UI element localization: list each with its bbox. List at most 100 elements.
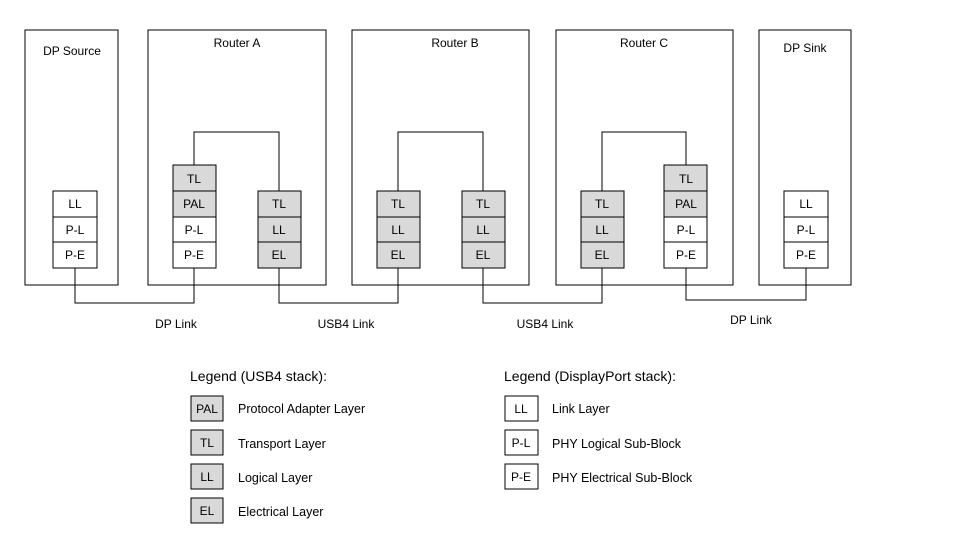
legend-swatch-ll xyxy=(504,395,539,422)
layer-el-label: EL xyxy=(272,248,287,262)
layer-el xyxy=(461,241,506,269)
router-c-dp-stack: TL PAL P-L P-E xyxy=(663,164,708,269)
layer-pe xyxy=(172,241,217,269)
legend-abbr-tl: TL xyxy=(200,436,214,450)
usb4-link-2-label: USB4 Link xyxy=(517,317,575,331)
router-b-left-usb4-stack: TL LL EL xyxy=(376,190,421,269)
router-b-title: Router B xyxy=(431,36,478,50)
dp-source-stack: LL P-L P-E xyxy=(52,190,98,269)
layer-pl xyxy=(663,216,708,243)
layer-pe-label: P-E xyxy=(676,248,696,262)
layer-ll xyxy=(376,216,421,243)
layer-el xyxy=(580,241,625,269)
layer-ll-label: LL xyxy=(68,197,82,211)
layer-pe xyxy=(52,241,98,269)
layer-tl xyxy=(376,190,421,218)
layer-ll xyxy=(461,216,506,243)
layer-tl-label: TL xyxy=(391,197,405,211)
layer-pal xyxy=(172,190,217,218)
layer-pe xyxy=(783,241,829,269)
router-a-internal-path xyxy=(193,131,280,191)
dp-sink-stack: LL P-L P-E xyxy=(783,190,829,269)
usb4-link-2-path xyxy=(482,268,603,304)
layer-ll xyxy=(783,190,829,218)
router-b-box xyxy=(351,29,530,286)
legend-displayport: Legend (DisplayPort stack): LL Link Laye… xyxy=(504,368,693,490)
layer-pal-label: PAL xyxy=(183,197,205,211)
layer-ll xyxy=(52,190,98,218)
layer-el-label: EL xyxy=(595,248,610,262)
dp-link-1-path xyxy=(74,268,195,304)
layer-el-label: EL xyxy=(391,248,406,262)
legend-desc-tl: Transport Layer xyxy=(238,437,326,451)
layer-pe-label: P-E xyxy=(184,248,204,262)
layer-tl xyxy=(580,190,625,218)
usb4-link-1-path xyxy=(278,268,399,304)
router-a-title: Router A xyxy=(214,36,261,50)
layer-pal-label: PAL xyxy=(675,197,697,211)
legend-swatch-tl xyxy=(190,429,224,456)
legend-swatch-pal xyxy=(190,395,224,422)
layer-tl-label: TL xyxy=(595,197,609,211)
layer-ll-label: LL xyxy=(595,223,609,237)
layer-ll xyxy=(580,216,625,243)
dp-source-title: DP Source xyxy=(43,44,101,58)
layer-el-label: EL xyxy=(476,248,491,262)
dp-link-1-label: DP Link xyxy=(155,317,198,331)
router-b-right-usb4-stack: TL LL EL xyxy=(461,190,506,269)
dp-link-2-label: DP Link xyxy=(730,313,773,327)
legend-abbr-pal: PAL xyxy=(196,402,218,416)
layer-el xyxy=(257,241,302,269)
legend-swatch-pl xyxy=(504,429,539,456)
legend-abbr-ll: LL xyxy=(200,470,214,484)
legend-swatch-el xyxy=(190,497,224,524)
legend-abbr-pl: P-L xyxy=(512,436,531,450)
layer-pl-label: P-L xyxy=(66,223,85,237)
dp-sink-box xyxy=(758,29,852,286)
layer-pe-label: P-E xyxy=(796,248,816,262)
router-c-title: Router C xyxy=(620,36,668,50)
layer-ll-label: LL xyxy=(799,197,813,211)
layer-ll-label: LL xyxy=(391,223,405,237)
legend-abbr-el: EL xyxy=(200,504,215,518)
router-c-usb4-stack: TL LL EL xyxy=(580,190,625,269)
layer-tl-label: TL xyxy=(476,197,490,211)
legend-abbr-pe: P-E xyxy=(511,470,531,484)
layer-tl-label: TL xyxy=(679,172,693,186)
layer-el xyxy=(376,241,421,269)
layer-tl xyxy=(257,190,302,218)
layer-pal xyxy=(663,190,708,218)
legend-swatch-pe xyxy=(504,463,539,490)
layer-pl-label: P-L xyxy=(677,223,696,237)
legend-usb4-heading: Legend (USB4 stack): xyxy=(190,368,327,384)
layer-pl-label: P-L xyxy=(797,223,816,237)
dp-source-box xyxy=(24,29,119,286)
layer-pe-label: P-E xyxy=(65,248,85,262)
legend-desc-pe: PHY Electrical Sub-Block xyxy=(552,471,693,485)
legend-usb4: Legend (USB4 stack): PAL Protocol Adapte… xyxy=(190,368,365,524)
legend-desc-ll: Link Layer xyxy=(552,402,610,416)
router-a-dp-stack: TL PAL P-L P-E xyxy=(172,164,217,269)
layer-pl xyxy=(783,216,829,243)
usb4-link-1-label: USB4 Link xyxy=(318,317,376,331)
layer-pe xyxy=(663,241,708,269)
legend-abbr-ll: LL xyxy=(514,402,528,416)
legend-desc-pal: Protocol Adapter Layer xyxy=(238,402,365,416)
router-c-internal-path xyxy=(601,131,687,191)
dp-link-2-path xyxy=(685,268,807,301)
legend-desc-pl: PHY Logical Sub-Block xyxy=(552,437,682,451)
legend-dp-heading: Legend (DisplayPort stack): xyxy=(504,368,676,384)
layer-pl xyxy=(172,216,217,243)
dp-sink-title: DP Sink xyxy=(783,41,827,55)
router-c-box xyxy=(555,29,734,286)
layer-ll-label: LL xyxy=(476,223,490,237)
router-a-box xyxy=(147,29,327,286)
layer-pl-label: P-L xyxy=(185,223,204,237)
layer-tl xyxy=(461,190,506,218)
router-a-usb4-stack: TL LL EL xyxy=(257,190,302,269)
legend-desc-ll: Logical Layer xyxy=(238,471,312,485)
legend-swatch-ll xyxy=(190,463,224,490)
layer-ll-label: LL xyxy=(272,223,286,237)
legend-desc-el: Electrical Layer xyxy=(238,505,323,519)
